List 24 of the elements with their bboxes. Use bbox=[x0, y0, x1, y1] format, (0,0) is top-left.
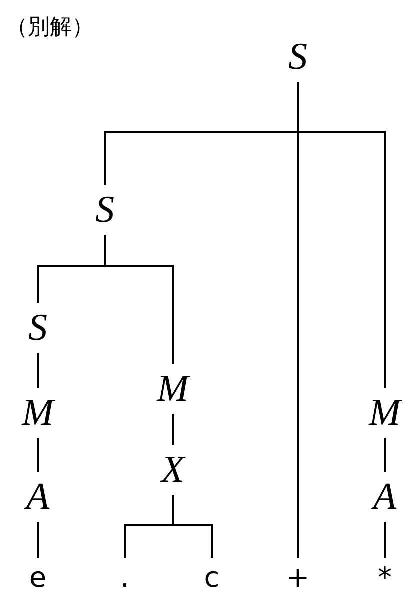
tree-branch bbox=[172, 414, 174, 445]
nonterminal-symbol: A bbox=[371, 472, 399, 522]
terminal-symbol: + bbox=[284, 558, 312, 598]
nonterminal-symbol: M bbox=[155, 364, 191, 414]
tree-branch bbox=[37, 438, 39, 472]
nonterminal-symbol: S bbox=[94, 185, 116, 235]
tree-branch bbox=[37, 353, 39, 388]
tree-branch bbox=[104, 235, 174, 364]
terminal-symbol: e bbox=[27, 558, 49, 598]
nonterminal-symbol: M bbox=[20, 388, 56, 438]
nonterminal-symbol: S bbox=[286, 32, 310, 82]
nonterminal-symbol: M bbox=[367, 388, 403, 438]
nonterminal-symbol: A bbox=[24, 472, 52, 522]
terminal-symbol: . bbox=[118, 558, 132, 598]
terminal-symbol: * bbox=[376, 558, 394, 598]
tree-branch bbox=[172, 495, 213, 558]
nonterminal-symbol: S bbox=[26, 303, 50, 353]
nonterminal-symbol: X bbox=[159, 445, 187, 495]
tree-branch bbox=[384, 438, 386, 472]
title: （別解） bbox=[6, 14, 94, 42]
terminal-symbol: c bbox=[202, 558, 222, 598]
tree-branch bbox=[297, 82, 386, 388]
tree-branch bbox=[37, 522, 39, 558]
tree-branch bbox=[384, 522, 386, 558]
